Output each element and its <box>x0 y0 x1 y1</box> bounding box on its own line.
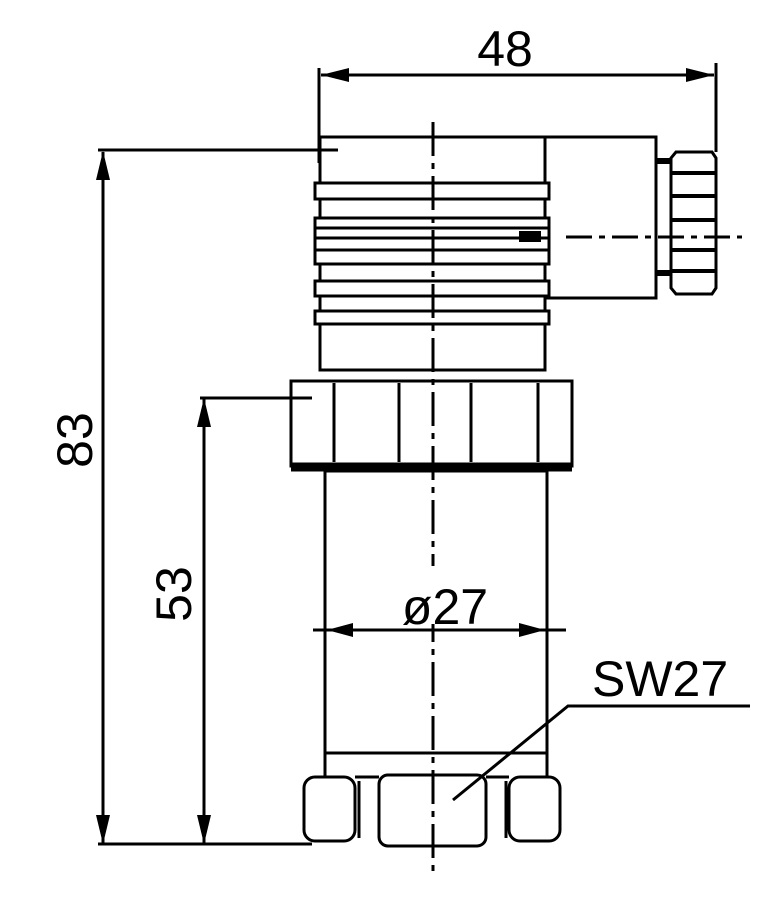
dimension-height-83 <box>96 148 338 844</box>
sw27-leader-line <box>452 704 750 802</box>
dim-48-arrow-right <box>686 68 714 82</box>
sw27-label: SW27 <box>592 651 728 707</box>
dim-53-label: 53 <box>146 566 202 622</box>
dim-83-arrow-top <box>96 151 110 180</box>
diameter-label-backdrop <box>396 566 492 624</box>
dimension-height-53 <box>197 396 312 844</box>
dim-diameter-label: ø27 <box>402 579 488 635</box>
bottom-hex-fitting <box>302 753 562 848</box>
dimension-width-48 <box>317 63 718 163</box>
dim-27-arrow-left <box>327 623 353 637</box>
connector-housing-outline <box>545 135 658 300</box>
dim-27-arrow-right <box>519 623 545 637</box>
dim-53-arrow-top <box>197 398 211 427</box>
connector-housing <box>545 135 658 300</box>
cable-gland <box>656 150 718 296</box>
dim-83-label: 83 <box>47 412 103 468</box>
dimension-labels: 48 83 53 ø27 SW27 <box>47 21 728 707</box>
hex-right-lobe <box>507 775 562 843</box>
dim-48-arrow-left <box>321 68 349 82</box>
dim-83-arrow-bottom <box>96 815 110 844</box>
gland-outline <box>669 150 718 296</box>
rib-dark-mark <box>519 231 541 242</box>
dim-48-label: 48 <box>477 21 533 77</box>
dim-53-arrow-bottom <box>197 815 211 844</box>
hex-left-lobe <box>302 775 357 843</box>
dimension-diameter-27 <box>313 623 566 637</box>
